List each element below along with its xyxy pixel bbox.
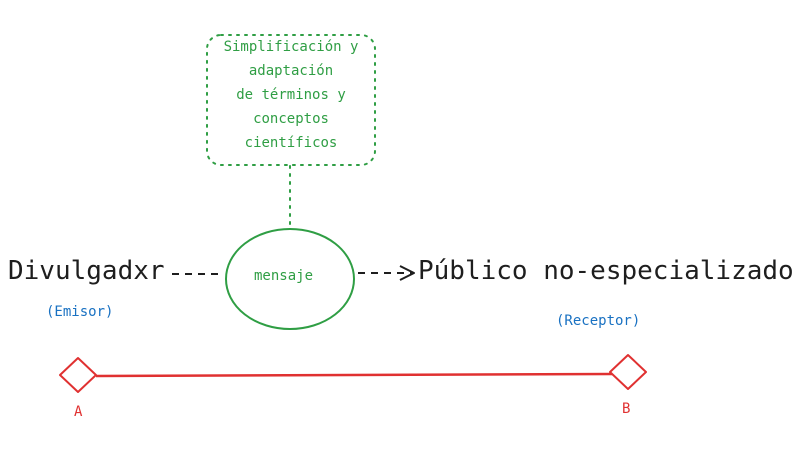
receiver-role: (Receptor) <box>556 313 641 329</box>
point-a-label: A <box>74 404 83 420</box>
note-text: Simplificación y adaptación de términos … <box>207 35 375 155</box>
note-line: adaptación <box>248 63 334 79</box>
point-b-diamond <box>609 354 647 390</box>
note-line: Simplificación y <box>223 39 359 55</box>
receiver-arrowhead <box>399 265 415 281</box>
note-line: de términos y <box>236 87 346 103</box>
point-a-diamond <box>59 357 97 393</box>
note-line: conceptos <box>253 111 329 127</box>
receiver-label: Público no-especializado <box>418 256 794 286</box>
point-b-label: B <box>622 401 631 417</box>
note-box <box>206 34 376 166</box>
sender-role: (Emisor) <box>46 304 114 320</box>
message-circle <box>225 228 355 330</box>
message-label: mensaje <box>254 268 314 284</box>
sender-label: Divulgadxr <box>8 256 165 286</box>
scale-line <box>95 372 613 378</box>
note-line: científicos <box>244 135 338 151</box>
